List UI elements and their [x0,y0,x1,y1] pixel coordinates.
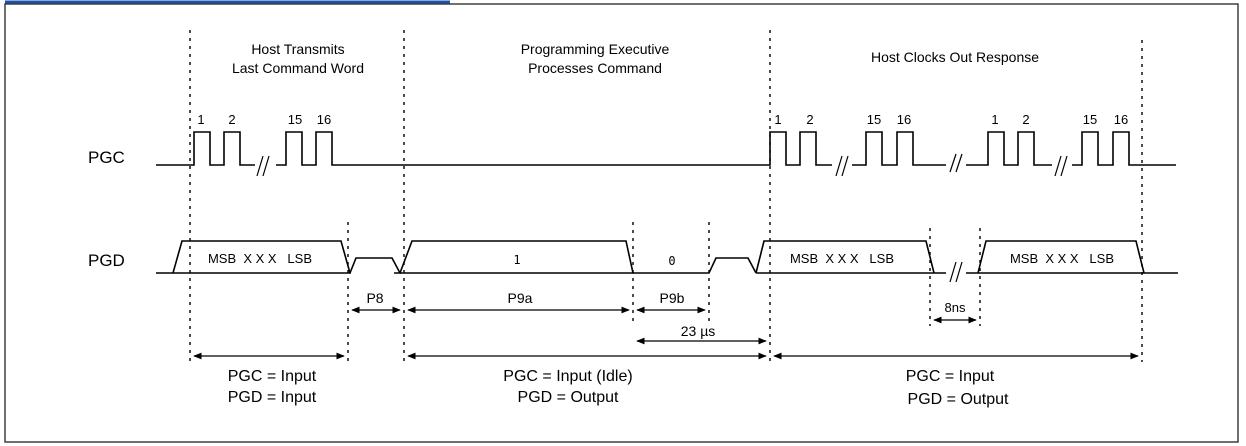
t23-label: 23 µs [681,323,716,339]
phase-host-transmits-line2: Last Command Word [232,60,364,76]
p9a-label: P9a [508,290,533,306]
clock-label: 2 [806,112,813,127]
seg1-pgd-state: PGD = Input [228,389,317,406]
pgc-break-marks [256,153,1068,177]
clock-label: 2 [1022,112,1029,127]
phase-host-clocks: Host Clocks Out Response [871,49,1039,65]
t8ns-label: 8ns [945,300,966,315]
diagram-frame [4,3,1239,443]
clock-label: 1 [774,112,781,127]
timing-arrows [193,306,1139,360]
pgc-waveform [156,131,1176,166]
pgc-clock-labels: 1 2 15 16 1 2 15 16 1 2 15 16 [197,112,1128,127]
clock-label: 1 [197,112,204,127]
seg1-pgc-state: PGC = Input [228,368,317,385]
pgd-data-word-2: MSB X X X LSB [790,251,894,266]
phase-host-transmits-line1: Host Transmits [251,41,344,57]
phase-executive-line1: Programming Executive [521,41,670,57]
clock-label: 16 [897,112,911,127]
phase-boundaries [189,30,1143,362]
seg2-pgc-state: PGC = Input (Idle) [503,368,632,385]
phase-executive-line2: Processes Command [528,60,662,76]
pgd-data-word-3: MSB X X X LSB [1010,251,1114,266]
pgd-waveform [156,240,1178,274]
pgc-signal-label: PGC [88,148,125,167]
pgd-signal-label: PGD [88,251,125,270]
seg3-pgd-state: PGD = Output [908,391,1009,408]
clock-label: 1 [991,112,998,127]
p8-label: P8 [366,290,383,306]
pgd-break-mark [949,261,963,283]
clock-label: 2 [228,112,235,127]
clock-label: 16 [1114,112,1128,127]
pgd-level-zero: 0 [668,254,675,268]
p9b-label: P9b [660,290,685,306]
clock-label: 15 [288,112,302,127]
pgd-level-one: 1 [513,253,520,267]
seg3-pgc-state: PGC = Input [906,368,995,385]
clock-label: 15 [1083,112,1097,127]
clock-label: 15 [867,112,881,127]
clock-label: 16 [317,112,331,127]
pgd-data-word-1: MSB X X X LSB [208,251,312,266]
seg2-pgd-state: PGD = Output [518,389,619,406]
